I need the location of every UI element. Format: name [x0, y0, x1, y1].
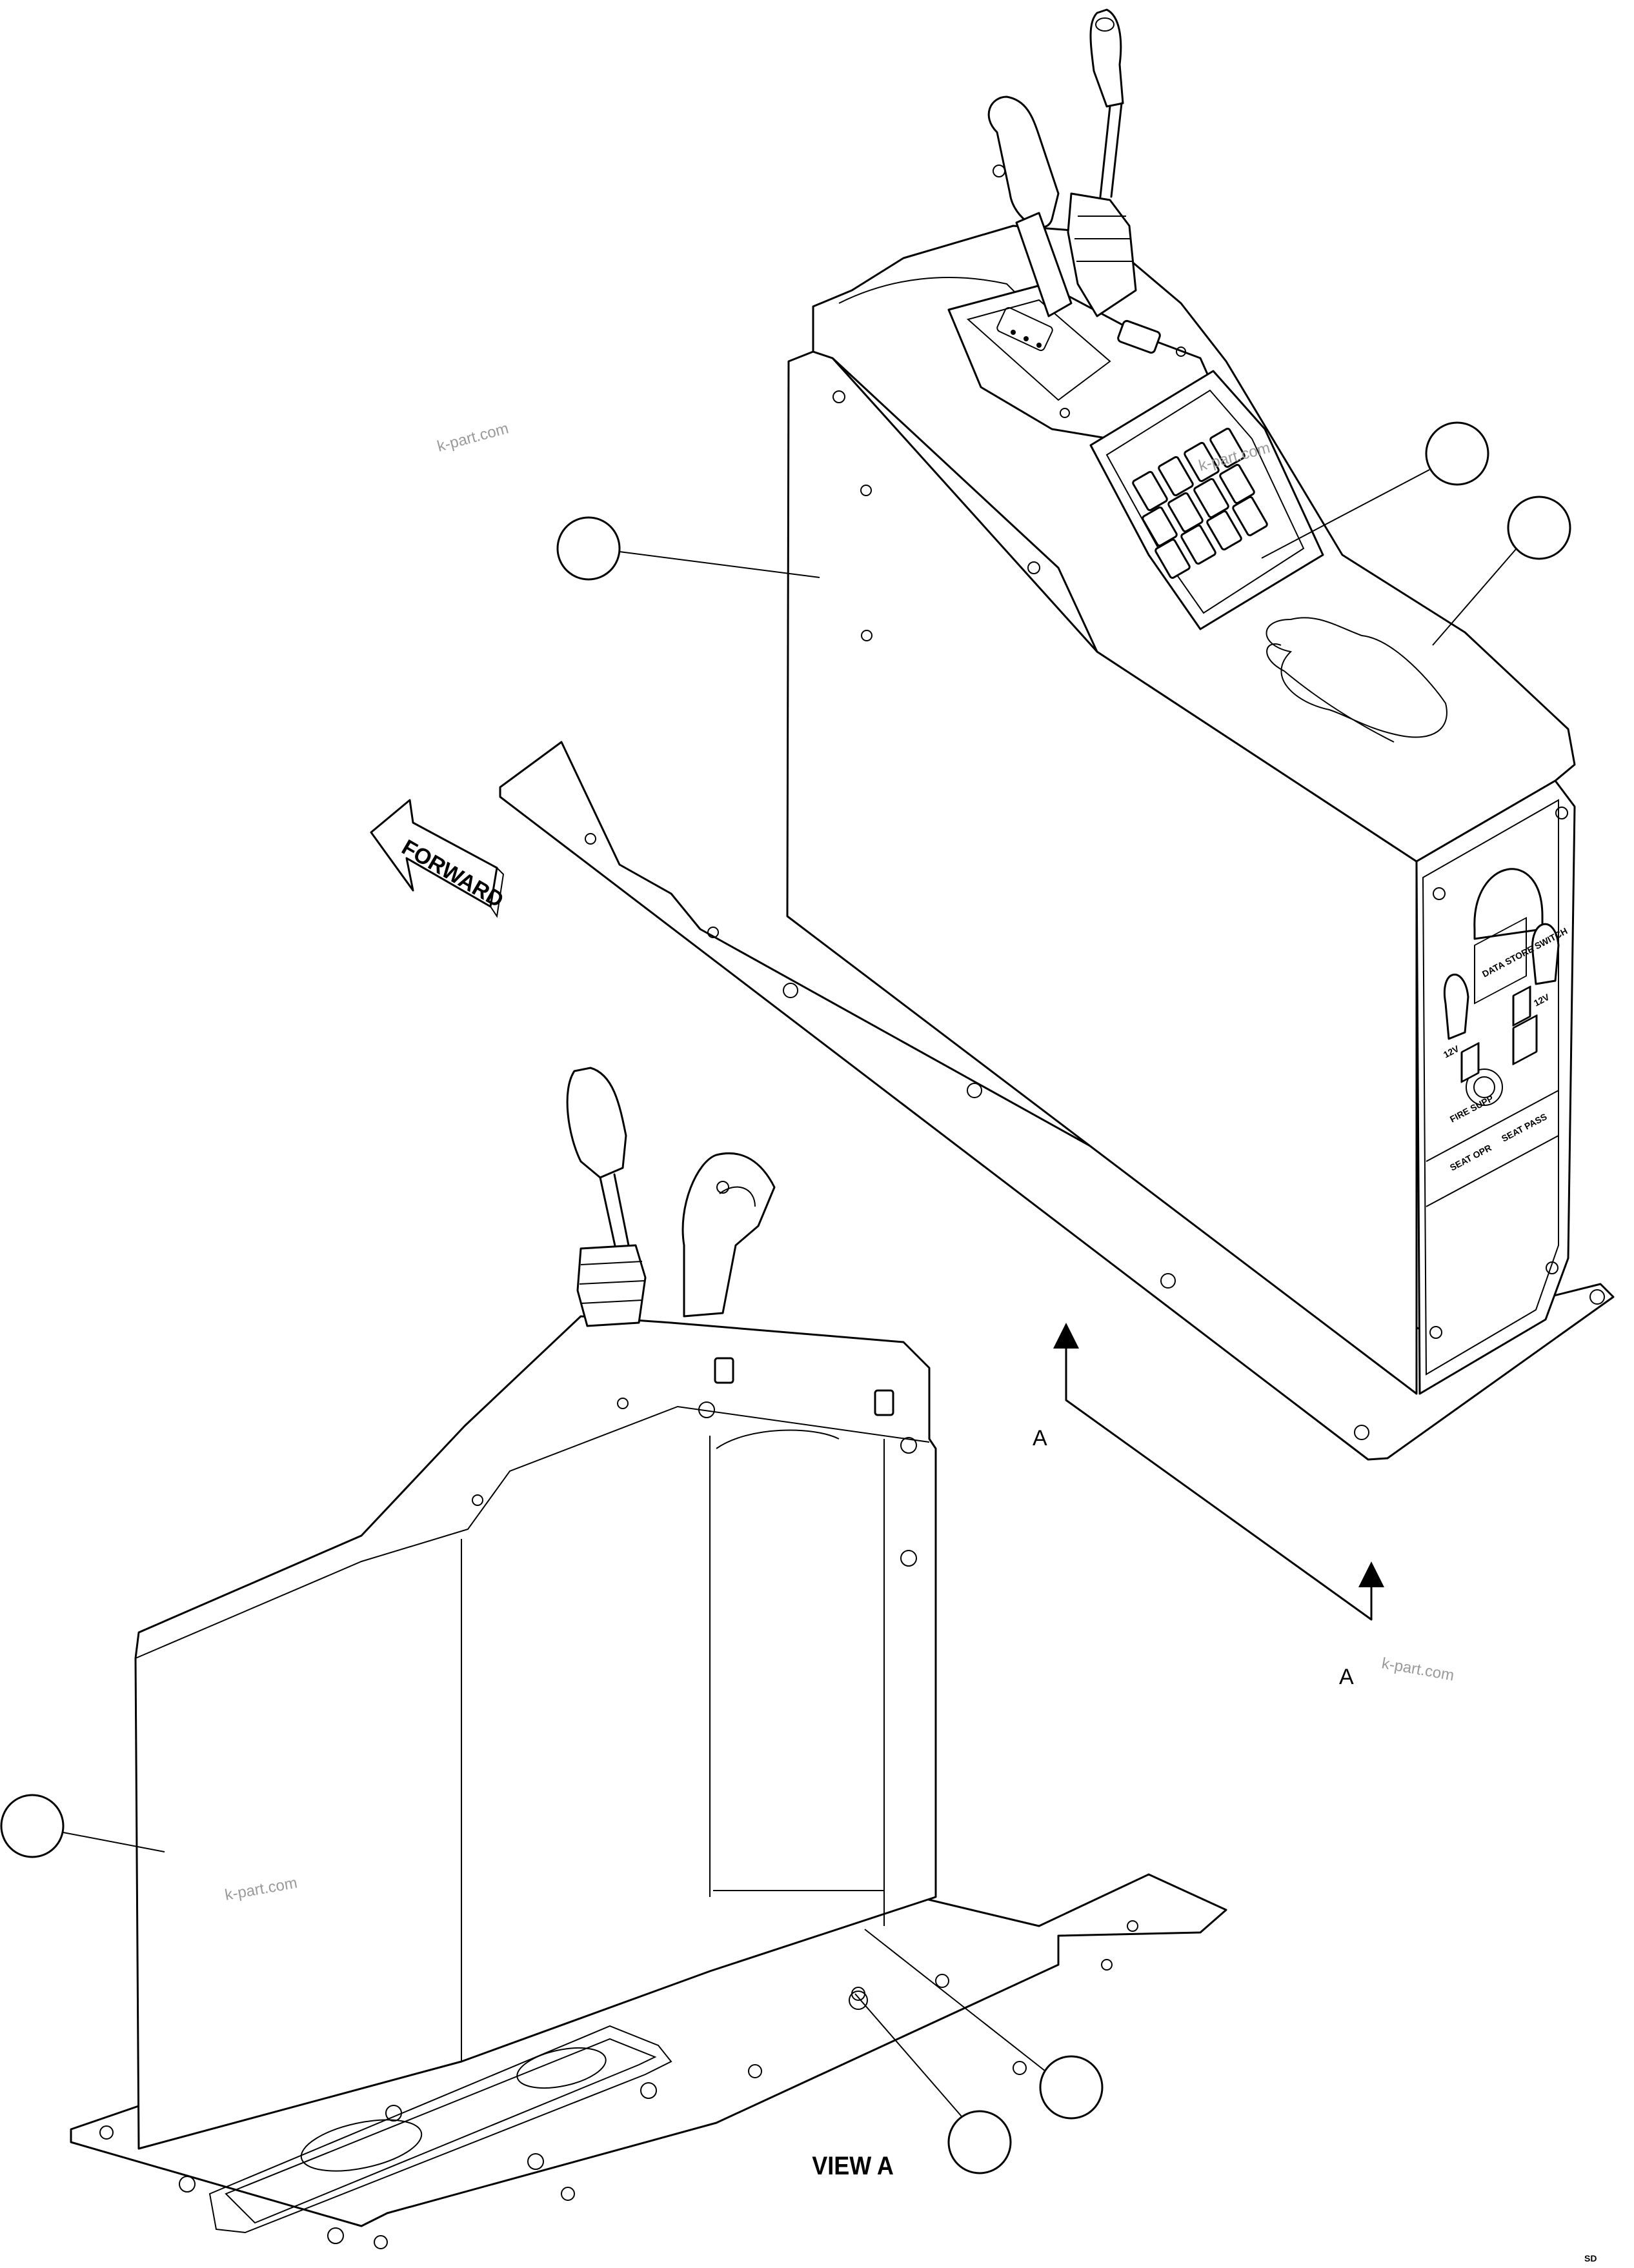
lower-console-body: [134, 1315, 937, 2150]
switch-panel: [1089, 370, 1324, 630]
lower-joystick: [566, 1067, 647, 1327]
console-rear-panel: DATA STORE SWITCH SEAT OPR SEAT PASS FIR…: [1415, 779, 1576, 1395]
view-a-indicator: A A: [1033, 1323, 1384, 1689]
lower-console-view-a: [70, 1067, 1227, 2249]
watermark-1: k-part.com: [436, 419, 510, 455]
watermark-3: k-part.com: [1380, 1654, 1455, 1684]
callout-4: [0, 1794, 165, 1858]
callout-2: [1261, 421, 1489, 559]
upper-console-assembly: DATA STORE SWITCH SEAT OPR SEAT PASS FIR…: [499, 8, 1615, 1461]
joystick: [1067, 8, 1137, 317]
callout-5: [864, 1929, 1104, 2120]
shift-lever: [987, 95, 1073, 317]
callout-6: [854, 1993, 1012, 2174]
view-a-caption: VIEW A: [812, 2152, 894, 2180]
lower-shift-lever: [681, 1152, 776, 1318]
cupholder: [1266, 617, 1447, 743]
view-a-marker-2: A: [1339, 1665, 1354, 1689]
callout-3: [1432, 496, 1571, 646]
view-a-marker-1: A: [1033, 1426, 1047, 1450]
callout-1: [556, 516, 820, 581]
corner-code: SD: [1584, 2253, 1597, 2263]
forward-arrow: FORWARD: [370, 799, 508, 918]
